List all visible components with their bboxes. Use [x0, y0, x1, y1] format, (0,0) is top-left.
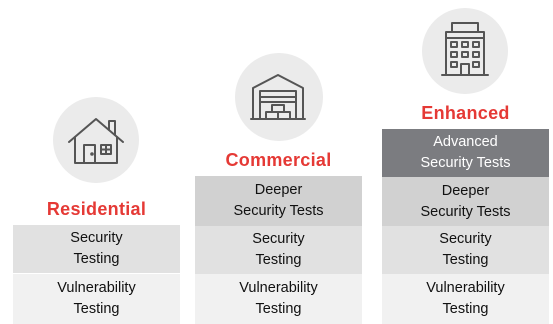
tier-title: Commercial	[225, 150, 332, 170]
office-building-icon-circle	[422, 8, 508, 94]
house-icon	[68, 118, 124, 164]
office-building-icon	[441, 22, 489, 76]
block-advanced-security-tests: Advanced Security Tests	[382, 129, 549, 177]
block-deeper-security-tests: Deeper Security Tests	[382, 177, 549, 226]
tier-enhanced: Enhanced Advanced Security Tests Deeper …	[382, 0, 549, 324]
warehouse-icon-circle	[235, 53, 323, 141]
tier-title: Residential	[46, 199, 147, 219]
block-vulnerability-testing: Vulnerability Testing	[13, 274, 180, 324]
tier-title: Enhanced	[421, 103, 510, 123]
block-security-testing: Security Testing	[13, 225, 180, 273]
block-vulnerability-testing: Vulnerability Testing	[382, 274, 549, 324]
house-icon-circle	[53, 97, 139, 183]
block-deeper-security-tests: Deeper Security Tests	[195, 176, 362, 226]
block-vulnerability-testing: Vulnerability Testing	[195, 274, 362, 324]
block-security-testing: Security Testing	[382, 226, 549, 274]
block-security-testing: Security Testing	[195, 226, 362, 274]
tier-commercial: Commercial Deeper Security Tests Securit…	[195, 0, 362, 324]
tier-residential: Residential Security Testing Vulnerabili…	[13, 0, 180, 324]
warehouse-icon	[250, 74, 306, 120]
